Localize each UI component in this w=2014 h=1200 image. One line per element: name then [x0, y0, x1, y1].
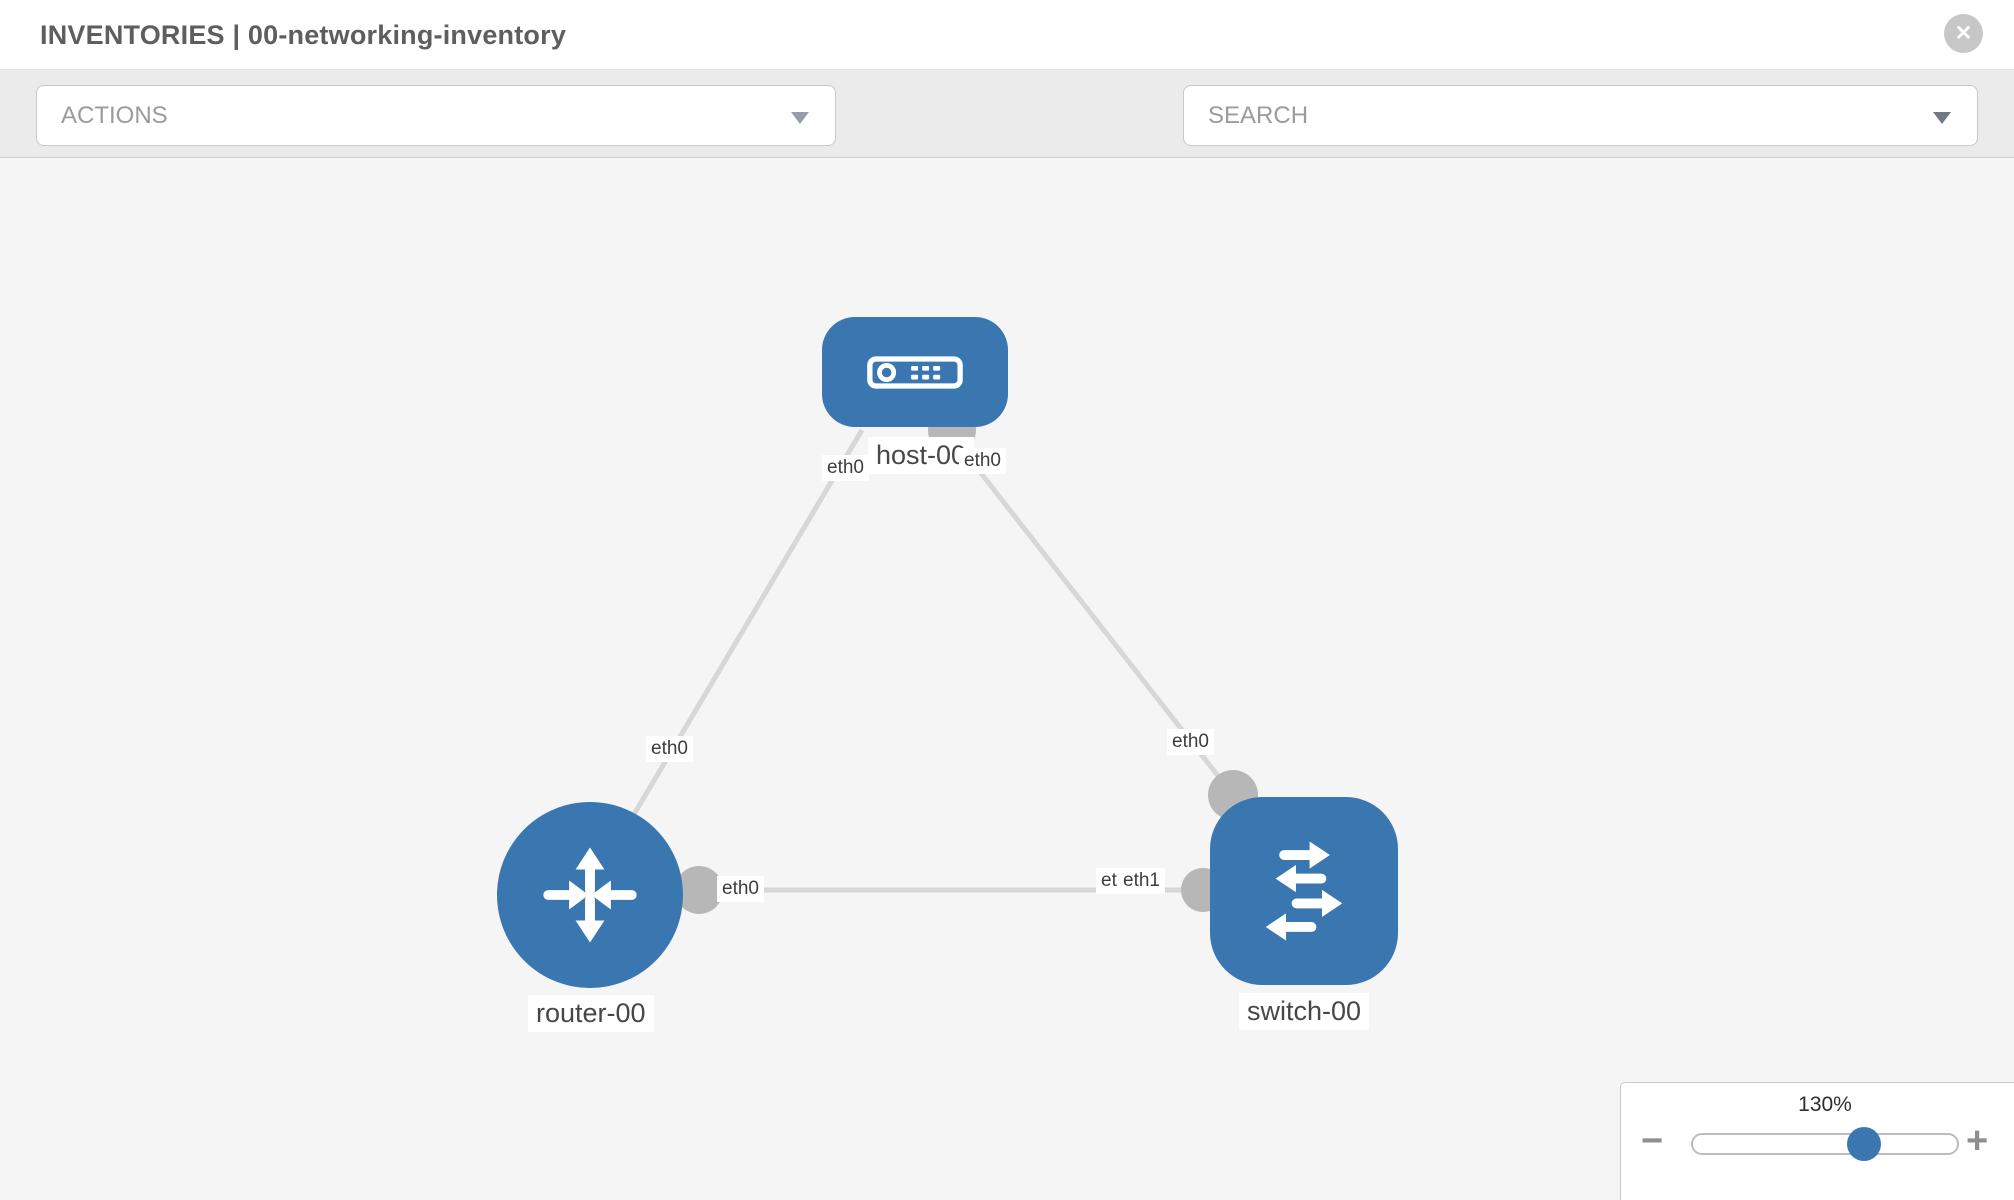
- zoom-out-button[interactable]: −: [1641, 1120, 1664, 1162]
- search-dropdown[interactable]: SEARCH: [1183, 85, 1978, 146]
- zoom-in-button[interactable]: +: [1966, 1120, 1989, 1162]
- actions-dropdown-label: ACTIONS: [61, 102, 168, 129]
- node-host-00[interactable]: [822, 317, 1008, 427]
- node-label-host: host-00: [868, 437, 975, 474]
- close-button[interactable]: ✕: [1944, 14, 1983, 53]
- host-icon: [867, 355, 963, 389]
- node-label-switch: switch-00: [1239, 993, 1370, 1030]
- chevron-down-icon: [1933, 112, 1951, 124]
- page-title: INVENTORIES | 00-networking-inventory: [40, 20, 567, 50]
- zoom-slider-thumb[interactable]: [1847, 1127, 1881, 1161]
- interface-label: eth0: [959, 448, 1006, 474]
- node-label-router: router-00: [528, 995, 654, 1032]
- chevron-down-icon: [791, 112, 809, 124]
- interface-label: eth0: [646, 736, 693, 762]
- interface-label: eth0: [1167, 729, 1214, 755]
- interface-label: eth0: [717, 876, 764, 902]
- topology-canvas[interactable]: host-00 router-00 switch-00 eth0 eth0 et…: [0, 158, 2014, 1200]
- interface-label: eth0: [822, 455, 869, 481]
- node-switch-00[interactable]: [1210, 797, 1398, 985]
- switch-icon: [1265, 841, 1343, 941]
- interface-label: eth1: [1118, 868, 1165, 894]
- search-placeholder: SEARCH: [1208, 102, 1309, 129]
- toolbar: ACTIONS SEARCH: [0, 70, 2014, 203]
- links-layer: [630, 406, 1258, 914]
- zoom-control-panel: 130% − +: [1620, 1082, 2014, 1200]
- close-icon: ✕: [1954, 22, 1973, 45]
- zoom-slider-track[interactable]: [1691, 1133, 1959, 1155]
- actions-dropdown[interactable]: ACTIONS: [36, 85, 836, 146]
- node-router-00[interactable]: [497, 802, 683, 988]
- interface-connector[interactable]: [675, 866, 723, 914]
- zoom-percentage: 130%: [1798, 1093, 1852, 1116]
- header: INVENTORIES | 00-networking-inventory ✕: [0, 0, 2014, 70]
- router-icon: [543, 847, 637, 943]
